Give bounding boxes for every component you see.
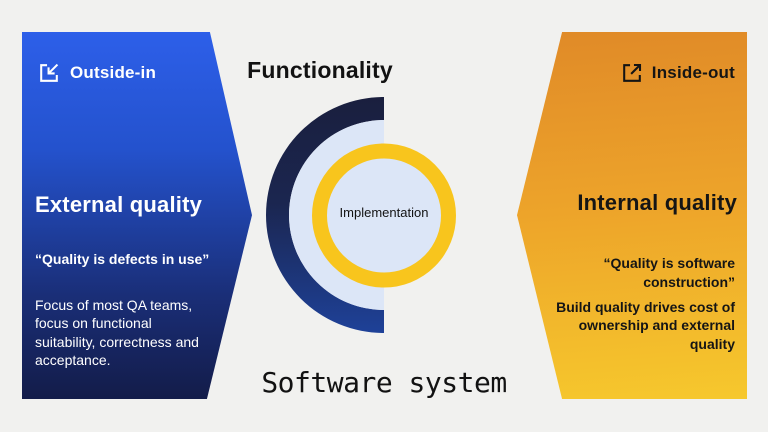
body-line: quality bbox=[689, 335, 735, 352]
arrow-into-box-icon bbox=[40, 63, 59, 82]
body-line: Focus of most QA teams, bbox=[35, 297, 193, 313]
software-system-rings bbox=[266, 97, 456, 333]
quote-line: construction” bbox=[643, 274, 735, 290]
body-line: acceptance. bbox=[35, 351, 111, 368]
body-line: focus on functional bbox=[35, 315, 152, 332]
outside-in-panel: Outside-in External quality “Quality is … bbox=[22, 32, 252, 399]
quote-line: “Quality is software bbox=[603, 255, 735, 271]
internal-quality-quote: “Quality is software construction” bbox=[604, 254, 735, 292]
functionality-half-ring bbox=[266, 97, 384, 333]
outside-in-title: Outside-in bbox=[70, 63, 157, 82]
body-line: ownership and external bbox=[578, 317, 735, 334]
external-quality-heading: External quality bbox=[35, 192, 203, 217]
functionality-label: Functionality bbox=[247, 57, 393, 83]
inside-out-title: Inside-out bbox=[651, 63, 735, 82]
external-quality-quote: “Quality is defects in use” bbox=[35, 251, 210, 267]
arrow-out-of-box-icon bbox=[622, 63, 641, 82]
implementation-ring bbox=[312, 143, 456, 288]
outside-in-title-row: Outside-in bbox=[36, 60, 156, 86]
internal-quality-body: Build quality drives cost of ownership a… bbox=[556, 298, 735, 353]
software-system-label: Software system bbox=[261, 366, 507, 399]
internal-quality-heading: Internal quality bbox=[577, 190, 737, 215]
body-line: Build quality drives cost of bbox=[556, 299, 735, 315]
inside-out-title-row: Inside-out bbox=[619, 60, 735, 86]
implementation-label: Implementation bbox=[339, 205, 429, 220]
external-quality-body: Focus of most QA teams, focus on functio… bbox=[35, 296, 199, 369]
body-line: suitability, correctness and bbox=[35, 333, 199, 350]
inside-out-panel: Inside-out Internal quality “Quality is … bbox=[517, 32, 747, 399]
